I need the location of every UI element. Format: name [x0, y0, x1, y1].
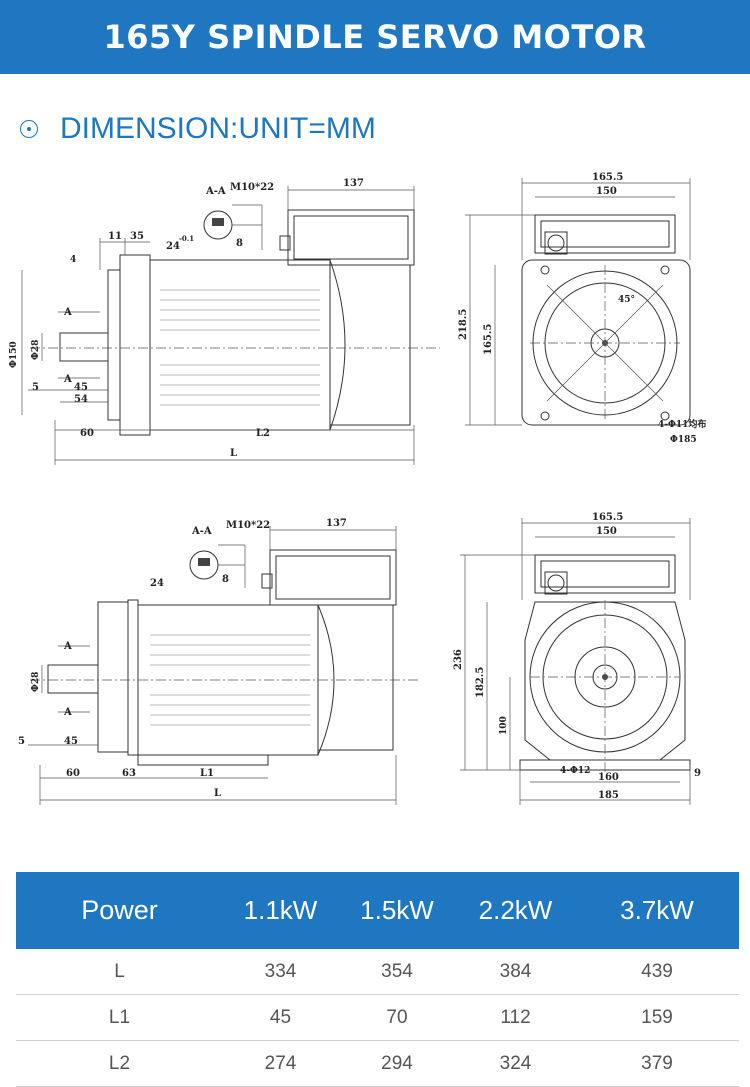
- header-1-5kw: 1.5kW: [360, 895, 434, 925]
- table-cell: 324: [456, 1040, 575, 1087]
- title-banner: 165Y SPINDLE SERVO MOTOR: [0, 0, 750, 74]
- flange-dia-label: Φ150: [9, 341, 19, 368]
- dim-60-label: 60: [80, 428, 94, 439]
- end-view-dimensions-2: [460, 518, 691, 805]
- marker-a-bottom-2: A: [63, 707, 72, 718]
- dim-l1-label-2: L1: [200, 768, 214, 779]
- thread-label-2: M10*22: [226, 520, 270, 531]
- motor-body-outline: [30, 209, 440, 436]
- key-dim-label-2: 24: [150, 578, 164, 589]
- table-cell: 379: [575, 1040, 739, 1087]
- motor-end-view-foot: 165.5 150 236 182.5 100 4-Φ12 160 185 9: [453, 512, 701, 805]
- holes-label: 4-Φ11均布: [658, 418, 706, 430]
- end-height-165-label: 165.5: [483, 324, 494, 355]
- key-tol-label: -0.1: [179, 234, 194, 243]
- angle-label: 45°: [618, 295, 635, 305]
- dimension-lines: [21, 186, 415, 465]
- table-cell: 384: [456, 949, 575, 995]
- dim-63-label-2: 63: [122, 768, 136, 779]
- shaft-tol-label: 4: [70, 255, 76, 265]
- table-header-row: Power 1.1kW 1.5kW 2.2kW 3.7kW: [16, 872, 739, 949]
- motor-drawing-foot: A-A M10*22 137 24 8 Φ28 A A 5 45 60 63 L…: [18, 518, 420, 805]
- key-b-label: 35: [130, 231, 144, 242]
- end-width-150-label-2: 150: [596, 526, 617, 537]
- section-a-a: [203, 204, 263, 250]
- dim-l-label-2: L: [214, 788, 221, 799]
- key-w-label-2: 8: [222, 574, 229, 585]
- dim-l2-label: L2: [256, 428, 270, 439]
- page-title: 165Y SPINDLE SERVO MOTOR: [103, 18, 647, 56]
- marker-a-top-2: A: [63, 641, 72, 652]
- header-1-1kw: 1.1kW: [243, 895, 318, 925]
- motor-end-view-flange: 165.5 150 218.5 165.5 45° 4-Φ11均布 Φ185: [458, 172, 706, 445]
- section-heading: DIMENSION:UNIT=MM: [20, 112, 376, 146]
- dim-l-label: L: [230, 448, 237, 459]
- table-cell: 159: [575, 994, 739, 1041]
- header-power: Power: [81, 895, 158, 925]
- shaft-dia-label-2: Φ28: [31, 672, 41, 692]
- table-cell: 294: [338, 1040, 456, 1087]
- end-width-150-label: 150: [596, 186, 617, 197]
- table-cell: 354: [338, 949, 456, 995]
- end-view-outline: [521, 214, 691, 426]
- section-a-a-label-2: A-A: [191, 526, 212, 537]
- dim-54-label: 54: [74, 394, 88, 405]
- section-a-a-label: A-A: [205, 186, 226, 197]
- foot-width-185-label: 185: [598, 790, 619, 801]
- section-a-a-2: [189, 544, 246, 588]
- end-view-outline-2: [519, 554, 691, 772]
- foot-width-160-label: 160: [598, 772, 619, 783]
- section-title: DIMENSION:UNIT=MM: [60, 112, 376, 145]
- dim-5-label-2: 5: [18, 736, 25, 747]
- key-a-label: 11: [108, 231, 122, 242]
- end-height-182-label: 182.5: [475, 667, 486, 698]
- end-width-165-label: 165.5: [592, 172, 623, 183]
- end-width-165-label-2: 165.5: [592, 512, 623, 523]
- end-height-236-label: 236: [453, 649, 464, 670]
- table-row: L1 45 70 112 159: [16, 994, 739, 1041]
- motor-body-outline-2: [30, 549, 420, 766]
- motor-drawing-flange: A-A M10*22 137 11 35 24 -0.1 8 4 Φ150 Φ2…: [9, 178, 440, 465]
- end-view-dimensions: [465, 178, 691, 426]
- pcd-label: Φ185: [670, 435, 697, 445]
- table-row: L2 274 294 324 379: [16, 1040, 739, 1087]
- end-height-100-label: 100: [499, 716, 509, 735]
- top-width-label-2: 137: [326, 518, 347, 529]
- thread-label: M10*22: [230, 182, 274, 193]
- end-height-218-label: 218.5: [458, 309, 469, 340]
- dim-45-label: 45: [74, 382, 88, 393]
- key-dim-label: 24: [166, 241, 180, 252]
- power-dimension-table: Power 1.1kW 1.5kW 2.2kW 3.7kW L 334 354 …: [16, 872, 739, 1087]
- top-width-label: 137: [343, 178, 364, 189]
- header-2-2kw: 2.2kW: [478, 895, 553, 925]
- table-row: L 334 354 384 439: [16, 949, 739, 995]
- foot-height-9-label: 9: [694, 768, 701, 779]
- table-cell: 274: [223, 1040, 338, 1087]
- foot-holes-label: 4-Φ12: [560, 766, 590, 776]
- marker-a-bottom: A: [63, 374, 72, 385]
- table-cell: 334: [223, 949, 338, 995]
- key-w-label: 8: [236, 238, 243, 249]
- table-cell: 70: [338, 994, 456, 1041]
- table-cell: 439: [575, 949, 739, 995]
- dim-60-label-2: 60: [66, 768, 80, 779]
- header-3-7kw: 3.7kW: [620, 895, 694, 925]
- dim-45-label-2: 45: [64, 736, 78, 747]
- dimension-lines-2: [28, 526, 397, 805]
- row-label: L: [16, 949, 223, 995]
- marker-a-top: A: [63, 307, 72, 318]
- row-label: L1: [16, 994, 223, 1041]
- shaft-dia-label: Φ28: [31, 340, 41, 360]
- target-circle-icon: [20, 120, 38, 138]
- table-cell: 45: [223, 994, 338, 1041]
- row-label: L2: [16, 1040, 223, 1087]
- table-cell: 112: [456, 994, 575, 1041]
- dim-5-label: 5: [32, 382, 39, 393]
